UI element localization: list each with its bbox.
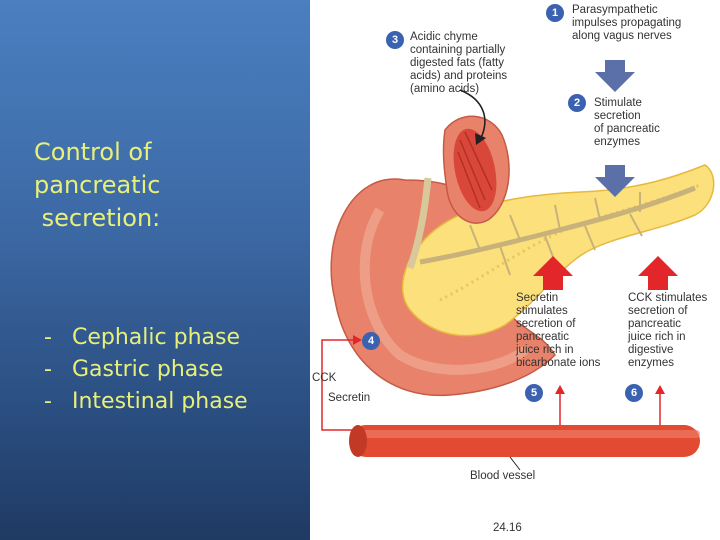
figure-number: 24.16 [493, 522, 522, 534]
lumen-folds [457, 131, 493, 209]
phase-item: Cephalic phase [44, 322, 302, 354]
phase-item: Intestinal phase [44, 386, 302, 418]
cck-arrow [638, 256, 678, 290]
secretin-label: Secretin [328, 392, 371, 404]
step-badge: 6 [625, 384, 643, 402]
phase-list: Cephalic phase Gastric phase Intestinal … [44, 322, 302, 418]
pancreas-diagram: 1 Parasympathetic impulses propagating a… [310, 0, 720, 540]
blood-vessel-label: Blood vessel [470, 470, 536, 482]
step-label: Secretin stimulates secretion of pancrea… [516, 292, 601, 369]
title-line: Control of [34, 138, 152, 166]
step-badge: 4 [362, 332, 380, 350]
slide-title: Control of pancreatic secretion: [34, 136, 294, 235]
phase-item: Gastric phase [44, 354, 302, 386]
step-badge: 1 [546, 4, 564, 22]
secretin-path [321, 339, 355, 431]
duodenum-wall [359, 207, 529, 375]
bile-duct [406, 177, 432, 270]
title-line: secretion: [34, 204, 161, 232]
pancreatic-duct [419, 185, 696, 265]
title-line: pancreatic [34, 171, 161, 199]
duct-branch [469, 192, 643, 276]
blood-vessel [350, 425, 700, 457]
step-badge: 3 [386, 31, 404, 49]
secretin-arrow [533, 256, 573, 290]
chyme-arrow [459, 89, 486, 141]
step-label: Parasympathetic impulses propagating alo… [572, 4, 682, 42]
cck-label: CCK [312, 372, 337, 384]
step-label: Acidic chyme containing partially digest… [410, 31, 508, 95]
left-panel: Control of pancreatic secretion: Cephali… [0, 0, 310, 540]
enzyme-arrow [595, 165, 635, 197]
step-label: CCK stimulates secretion of pancreatic j… [628, 292, 708, 369]
pancreas-illustration [321, 60, 715, 471]
step-badge: 5 [525, 384, 543, 402]
step-label: Stimulate secretion of pancreatic enzyme… [594, 97, 660, 148]
step-badge: 2 [568, 94, 586, 112]
vagus-arrow [595, 60, 635, 92]
